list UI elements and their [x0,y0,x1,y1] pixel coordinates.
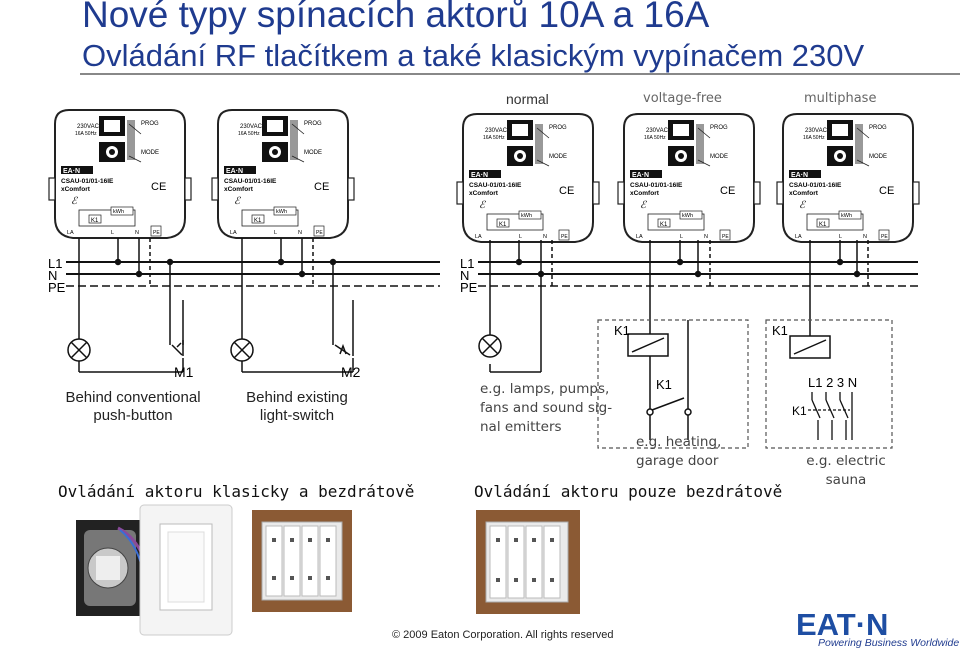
photo-installed-actuator [76,520,150,616]
multiphase-box [765,319,893,449]
multiphase-relay-k1-label: K1 [772,323,788,338]
bus-left-l1: L1 [48,256,62,271]
switch-m2-label: M2 [341,364,361,380]
variant-voltage-free-label: voltage-free [643,91,722,106]
three-phase-label: L1 2 3 N [808,375,857,390]
switch-m1-label: M1 [174,364,194,380]
actuator-module-2 [211,109,355,239]
caption-lamps: e.g. lamps, pumps,fans and sound sig-nal… [480,381,613,435]
contact-k1-label: K1 [656,377,672,392]
caption-heating: e.g. heating,garage door [636,434,722,469]
page-title: Nové typy spínacích aktorů 10A a 16A [82,0,710,35]
voltage-free-box [597,319,749,449]
actuator-module-3 [456,113,600,243]
bus-left-pe: PE [48,280,66,295]
eaton-logo: EAT·N [796,607,888,642]
variant-multiphase-label: multiphase [804,91,877,106]
eaton-logo-text: EAT·N [796,607,888,642]
photo-light-switch [139,504,233,636]
section-right-title: Ovládání aktoru pouze bezdrátově [474,482,783,501]
eaton-tagline: Powering Business Worldwide [818,637,960,649]
three-phase-k1-label: K1 [792,404,807,418]
title-divider [80,73,960,75]
bus-left-n: N [48,268,57,283]
relay-k1-label: K1 [614,323,630,338]
section-left-title: Ovládání aktoru klasicky a bezdrátově [58,482,415,501]
actuator-module-5 [776,113,920,243]
actuator-module-1 [48,109,192,239]
photo-wireless-switch-right [476,510,580,614]
left-bus [66,261,440,287]
page-subtitle: Ovládání RF tlačítkem a také klasickým v… [82,38,865,73]
bus-right-n: N [460,268,469,283]
photo-wireless-switch-left [252,510,352,612]
actuator-module-4 [617,113,761,243]
variant-normal-label: normal [506,91,549,107]
bus-right-pe: PE [460,280,478,295]
bus-right-l1: L1 [460,256,474,271]
copyright: © 2009 Eaton Corporation. All rights res… [392,629,614,641]
